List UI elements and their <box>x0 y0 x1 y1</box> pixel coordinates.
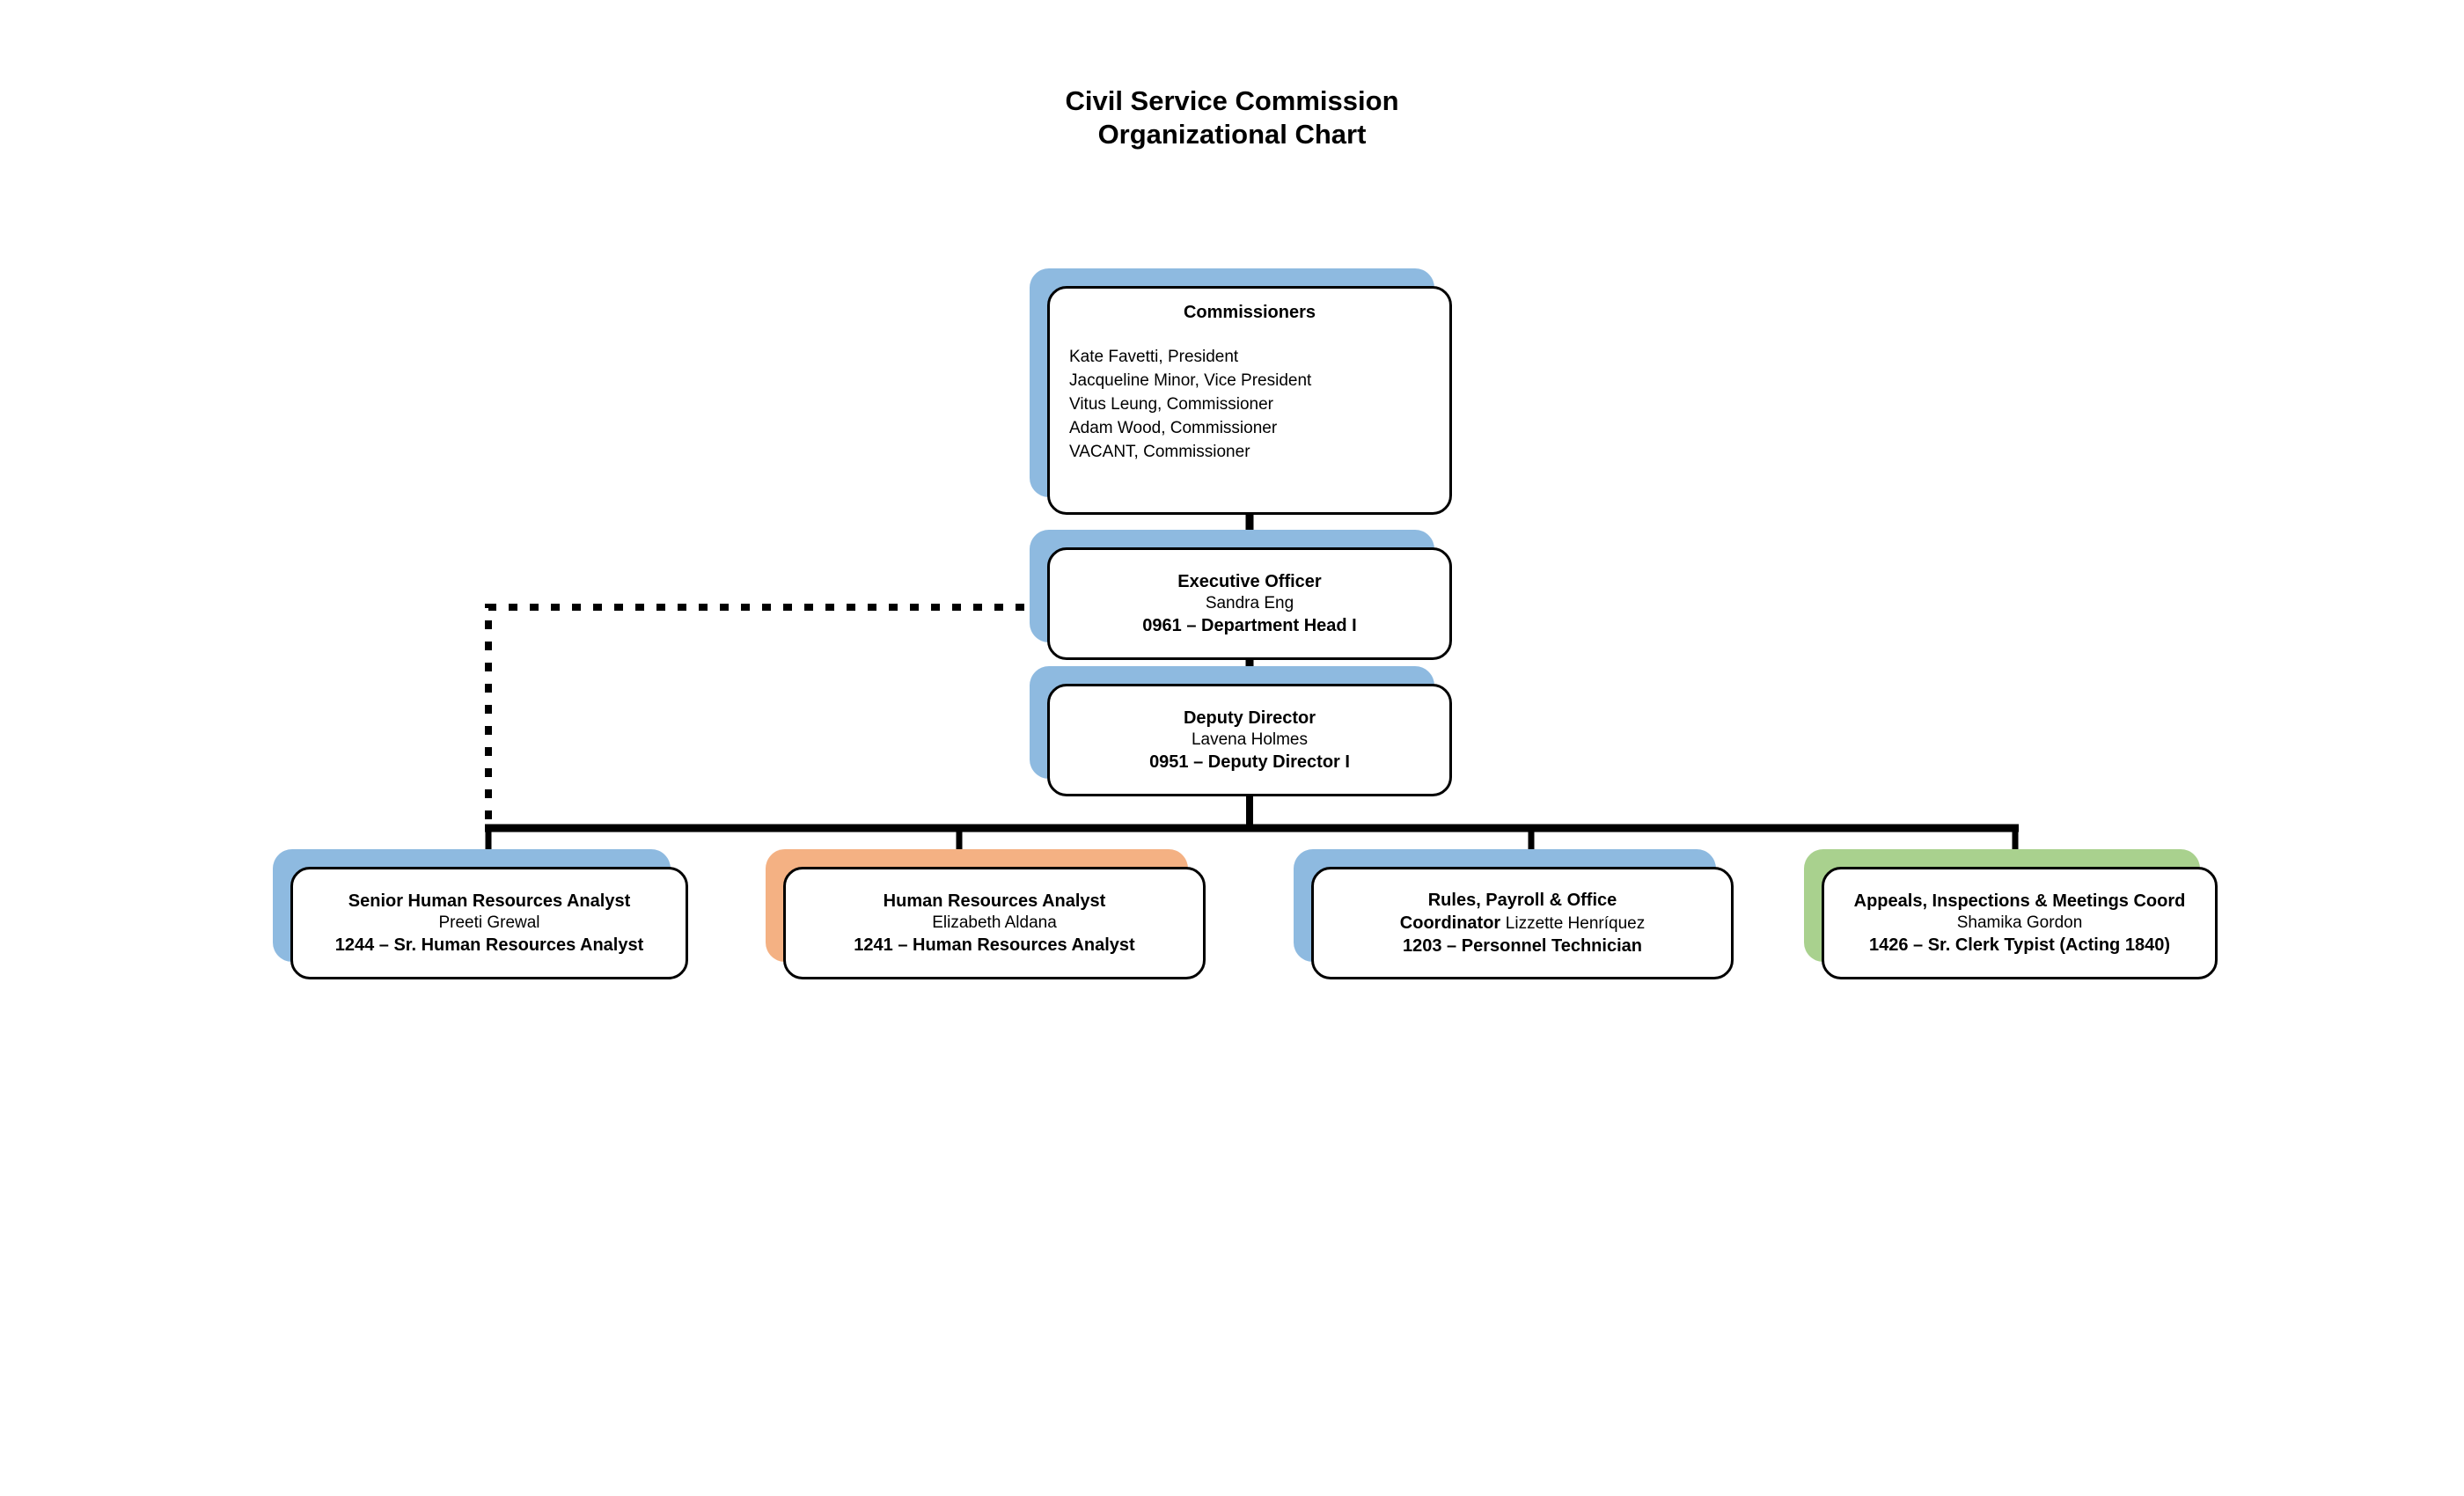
node-executive-officer[interactable]: Executive Officer Sandra Eng 0961 – Depa… <box>1030 530 1452 660</box>
node-card: Deputy Director Lavena Holmes 0951 – Dep… <box>1047 684 1452 796</box>
commissioner-entry: Adam Wood, Commissioner <box>1069 418 1278 437</box>
commissioner-entry: Kate Favetti, President <box>1069 348 1239 366</box>
node-title-line-2-with-name: Coordinator Lizzette Henríquez <box>1400 912 1645 935</box>
node-title: Appeals, Inspections & Meetings Coord <box>1853 891 2186 911</box>
node-senior-human-resources-analyst[interactable]: Senior Human Resources Analyst Preeti Gr… <box>273 849 688 979</box>
node-person-name: Lizzette Henríquez <box>1505 913 1646 933</box>
commissioner-entry: VACANT, Commissioner <box>1069 442 1250 461</box>
node-classification: 0951 – Deputy Director I <box>1149 752 1350 773</box>
node-title-line-2: Coordinator <box>1399 913 1501 933</box>
node-classification: 0961 – Department Head I <box>1142 616 1357 636</box>
connector-dotted-executive-officer-reporting-line <box>485 604 1045 828</box>
page-title: Civil Service Commission Organizational … <box>0 84 2464 151</box>
node-person-name: Shamika Gordon <box>1956 913 2083 932</box>
commissioners-roster: Kate Favetti, President Jacqueline Minor… <box>1050 346 1449 465</box>
node-title: Executive Officer <box>1177 571 1322 591</box>
commissioners-heading: Commissioners <box>1183 303 1316 322</box>
node-classification: 1244 – Sr. Human Resources Analyst <box>334 935 644 956</box>
node-commissioners[interactable]: Commissioners Kate Favetti, President Ja… <box>1030 268 1452 515</box>
node-card: Human Resources Analyst Elizabeth Aldana… <box>783 867 1206 979</box>
node-human-resources-analyst[interactable]: Human Resources Analyst Elizabeth Aldana… <box>766 849 1206 979</box>
node-card: Appeals, Inspections & Meetings Coord Sh… <box>1822 867 2218 979</box>
node-title: Deputy Director <box>1183 708 1316 728</box>
node-classification: 1241 – Human Resources Analyst <box>854 935 1135 956</box>
node-title: Human Resources Analyst <box>883 891 1106 911</box>
commissioner-entry: Vitus Leung, Commissioner <box>1069 394 1273 414</box>
node-title: Senior Human Resources Analyst <box>348 891 631 911</box>
node-title-line-1: Rules, Payroll & Office <box>1427 890 1617 910</box>
node-deputy-director[interactable]: Deputy Director Lavena Holmes 0951 – Dep… <box>1030 666 1452 796</box>
node-card: Senior Human Resources Analyst Preeti Gr… <box>290 867 688 979</box>
node-appeals-inspections-meetings-coord[interactable]: Appeals, Inspections & Meetings Coord Sh… <box>1804 849 2218 979</box>
node-classification: 1203 – Personnel Technician <box>1403 936 1642 957</box>
page-title-line-1: Civil Service Commission <box>1065 85 1399 116</box>
node-person-name: Lavena Holmes <box>1191 730 1309 749</box>
node-rules-payroll-office-coordinator[interactable]: Rules, Payroll & Office Coordinator Lizz… <box>1294 849 1734 979</box>
node-person-name: Sandra Eng <box>1205 593 1294 612</box>
node-person-name: Elizabeth Aldana <box>932 913 1057 932</box>
node-card: Executive Officer Sandra Eng 0961 – Depa… <box>1047 547 1452 660</box>
node-classification: 1426 – Sr. Clerk Typist (Acting 1840) <box>1868 935 2170 956</box>
commissioner-entry: Jacqueline Minor, Vice President <box>1069 370 1312 390</box>
node-person-name: Preeti Grewal <box>438 913 540 932</box>
page-title-line-2: Organizational Chart <box>1097 118 1367 150</box>
node-card: Rules, Payroll & Office Coordinator Lizz… <box>1311 867 1734 979</box>
node-card: Commissioners Kate Favetti, President Ja… <box>1047 286 1452 515</box>
